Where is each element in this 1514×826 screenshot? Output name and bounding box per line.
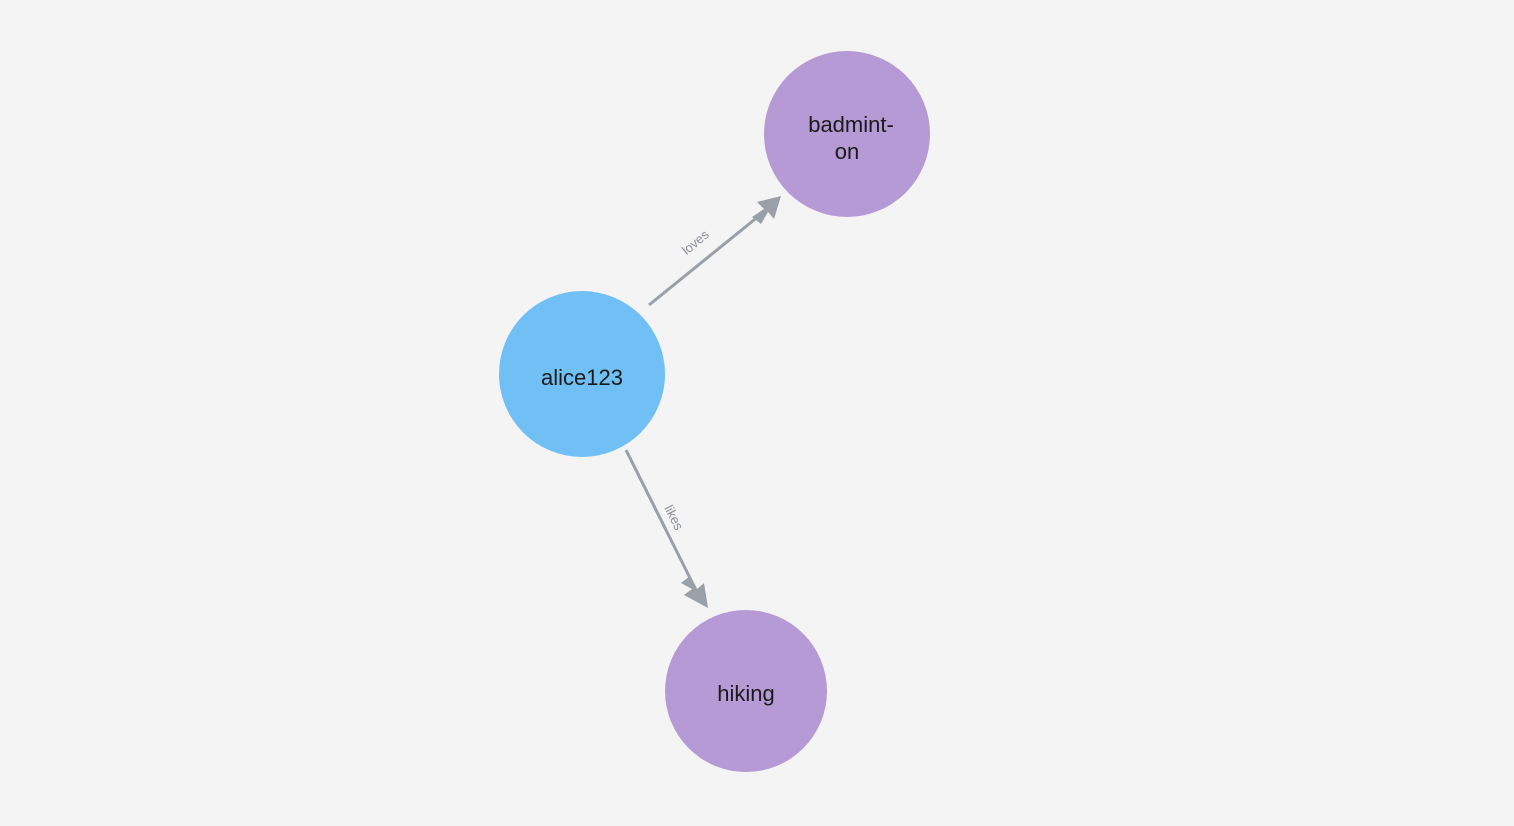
node-badminton[interactable]: badmint- on [764, 51, 930, 217]
nodes-layer: alice123 badmint- on hiking [499, 51, 930, 772]
edge-alice123-loves-badminton[interactable]: loves [648, 196, 781, 307]
node-circle-alice123[interactable] [499, 291, 665, 457]
edge-line [648, 205, 771, 307]
node-alice123[interactable]: alice123 [499, 291, 665, 457]
node-hiking[interactable]: hiking [665, 610, 827, 772]
edge-label-loves: loves [679, 226, 712, 257]
edge-line [624, 449, 700, 595]
edge-alice123-likes-hiking[interactable]: likes [624, 449, 708, 608]
edge-arrowhead-icon [681, 576, 708, 608]
node-circle-hiking[interactable] [665, 610, 827, 772]
node-circle-badminton[interactable] [764, 51, 930, 217]
edge-arrowhead-icon [752, 196, 781, 224]
